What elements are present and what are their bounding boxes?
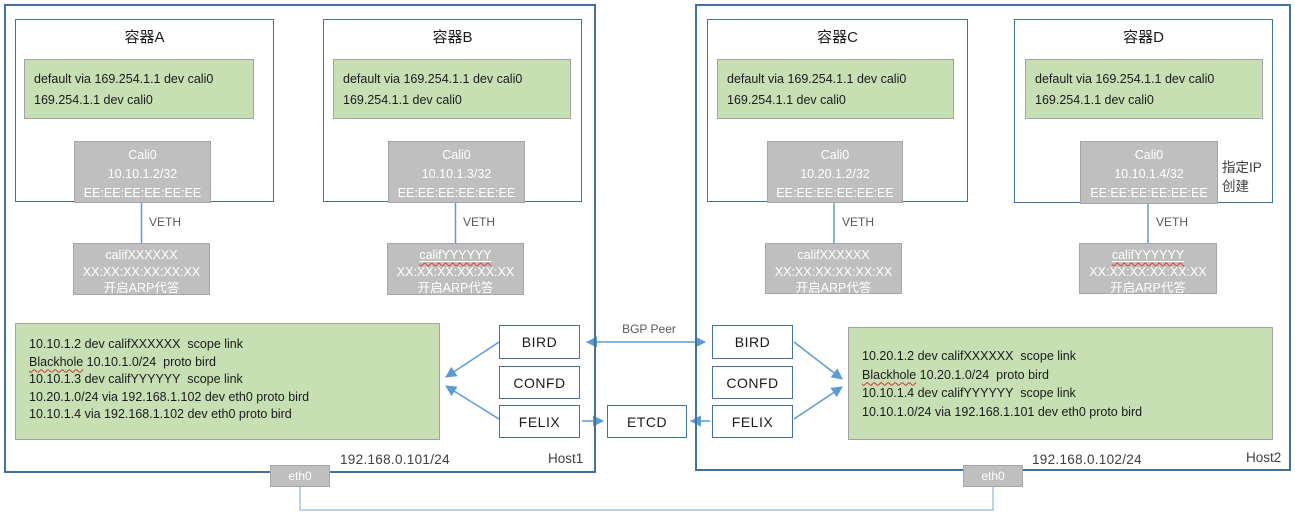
route-entry: 10.10.1.0/24 via 192.168.1.101 dev eth0 … [862, 404, 1143, 419]
container-a-box: 容器A default via 169.254.1.1 dev cali0 16… [15, 19, 274, 203]
container-c-route-box: default via 169.254.1.1 dev cali0 169.25… [717, 59, 954, 119]
host2-eth0-box: eth0 [963, 465, 1023, 487]
etcd-box: ETCD [607, 405, 687, 438]
host-if-name: califXXXXXX [797, 248, 870, 262]
container-c-box: 容器C default via 169.254.1.1 dev cali0 16… [707, 19, 968, 203]
container-a-route-box: default via 169.254.1.1 dev cali0 169.25… [24, 59, 254, 119]
cali-if-ip: 10.20.1.2/32 [800, 167, 870, 181]
cali-if-name: Cali0 [820, 148, 850, 162]
host1-bird-box: BIRD [499, 325, 580, 359]
eth0-cable [299, 487, 994, 511]
host1-felix-box: FELIX [499, 405, 580, 438]
host1-routing-table: 10.10.1.2 dev califXXXXXX scope link Bla… [15, 323, 440, 440]
host1-confd-box: CONFD [499, 366, 580, 399]
container-a-title: 容器A [124, 29, 165, 46]
route-line: 169.254.1.1 dev cali0 [1035, 93, 1154, 107]
host-if-mac: XX:XX:XX:XX:XX:XX [1089, 264, 1207, 279]
container-c-cali0-box: Cali0 10.20.1.2/32 EE:EE:EE:EE:EE:EE [767, 141, 903, 203]
cali-if-ip: 10.10.1.4/32 [1114, 167, 1184, 181]
host-if-c-box: califXXXXXX XX:XX:XX:XX:XX:XX 开启ARP代答 [765, 243, 902, 295]
veth-label-a: VETH [149, 215, 182, 229]
host-if-mac: XX:XX:XX:XX:XX:XX [82, 264, 201, 279]
route-entry: Blackhole 10.10.1.0/24 proto bird [29, 354, 216, 369]
container-d-route-box: default via 169.254.1.1 dev cali0 169.25… [1025, 59, 1263, 119]
container-c-title: 容器C [817, 29, 858, 46]
route-entry: 10.20.1.2 dev califXXXXXX scope link [862, 349, 1077, 363]
veth-label-c: VETH [842, 215, 875, 229]
cali-if-name: Cali0 [442, 148, 471, 162]
host-if-b-box: califYYYYYY XX:XX:XX:XX:XX:XX 开启ARP代答 [387, 243, 524, 295]
host-if-mac: XX:XX:XX:XX:XX:XX [396, 264, 515, 279]
cali-if-name: Cali0 [1134, 148, 1164, 162]
route-line: 169.254.1.1 dev cali0 [34, 93, 153, 107]
host-if-note: 开启ARP代答 [417, 281, 494, 295]
host-if-note: 开启ARP代答 [1110, 281, 1186, 295]
container-b-title: 容器B [432, 29, 473, 46]
container-b-box: 容器B default via 169.254.1.1 dev cali0 16… [323, 19, 582, 203]
route-entry: 10.10.1.4 dev califYYYYYY scope link [862, 386, 1076, 400]
container-d-cali0-box: Cali0 10.10.1.4/32 EE:EE:EE:EE:EE:EE [1080, 141, 1218, 204]
host-if-mac: XX:XX:XX:XX:XX:XX [774, 264, 893, 279]
route-entry: 10.10.1.2 dev califXXXXXX scope link [29, 337, 244, 351]
cali-if-name: Cali0 [128, 148, 157, 162]
route-line: default via 169.254.1.1 dev cali0 [1035, 72, 1215, 86]
host2-bird-box: BIRD [712, 325, 793, 359]
route-entry: 10.20.1.0/24 via 192.168.1.102 dev eth0 … [29, 389, 310, 404]
host2-label: Host2 [1246, 450, 1282, 465]
cali-if-mac: EE:EE:EE:EE:EE:EE [397, 186, 516, 200]
cali-if-mac: EE:EE:EE:EE:EE:EE [1090, 186, 1208, 200]
host-if-note: 开启ARP代答 [103, 281, 180, 295]
route-line: default via 169.254.1.1 dev cali0 [727, 72, 907, 86]
host-if-d-box: califYYYYYY XX:XX:XX:XX:XX:XX 开启ARP代答 [1079, 243, 1217, 295]
host2-felix-box: FELIX [712, 405, 793, 438]
cali-if-mac: EE:EE:EE:EE:EE:EE [776, 186, 894, 200]
host2-ip-label: 192.168.0.102/24 [1032, 452, 1142, 467]
cali-if-mac: EE:EE:EE:EE:EE:EE [83, 186, 202, 200]
container-d-title: 容器D [1123, 29, 1164, 46]
host-if-note: 开启ARP代答 [795, 281, 872, 295]
container-d-box: 容器D default via 169.254.1.1 dev cali0 16… [1014, 19, 1273, 204]
host1-eth0-box: eth0 [270, 465, 330, 487]
host2-confd-box: CONFD [712, 366, 793, 399]
route-line: 169.254.1.1 dev cali0 [343, 93, 462, 107]
assigned-ip-annotation: 指定IP 创建 [1222, 160, 1262, 194]
route-line: 169.254.1.1 dev cali0 [727, 93, 846, 107]
host-if-a-box: califXXXXXX XX:XX:XX:XX:XX:XX 开启ARP代答 [73, 243, 210, 295]
host-if-name: califYYYYYY [1111, 248, 1185, 262]
cali-if-ip: 10.10.1.2/32 [107, 167, 178, 181]
route-entry: Blackhole 10.20.1.0/24 proto bird [862, 367, 1049, 382]
route-line: default via 169.254.1.1 dev cali0 [343, 72, 523, 86]
host1-ip-label: 192.168.0.101/24 [340, 452, 450, 467]
route-entry: 10.10.1.3 dev califYYYYYY scope link [29, 372, 243, 386]
container-b-route-box: default via 169.254.1.1 dev cali0 169.25… [333, 59, 571, 119]
host-if-name: califYYYYYY [419, 248, 492, 262]
container-b-cali0-box: Cali0 10.10.1.3/32 EE:EE:EE:EE:EE:EE [388, 141, 525, 203]
container-a-cali0-box: Cali0 10.10.1.2/32 EE:EE:EE:EE:EE:EE [74, 141, 211, 203]
host-if-name: califXXXXXX [105, 248, 178, 262]
route-line: default via 169.254.1.1 dev cali0 [34, 72, 214, 86]
host1-label: Host1 [548, 451, 584, 466]
host2-routing-table: 10.20.1.2 dev califXXXXXX scope link Bla… [848, 327, 1273, 440]
veth-label-d: VETH [1156, 215, 1189, 229]
veth-label-b: VETH [463, 215, 496, 229]
bgp-peer-label: BGP Peer [622, 322, 676, 336]
route-entry: 10.10.1.4 via 192.168.1.102 dev eth0 pro… [29, 407, 292, 421]
cali-if-ip: 10.10.1.3/32 [421, 167, 492, 181]
